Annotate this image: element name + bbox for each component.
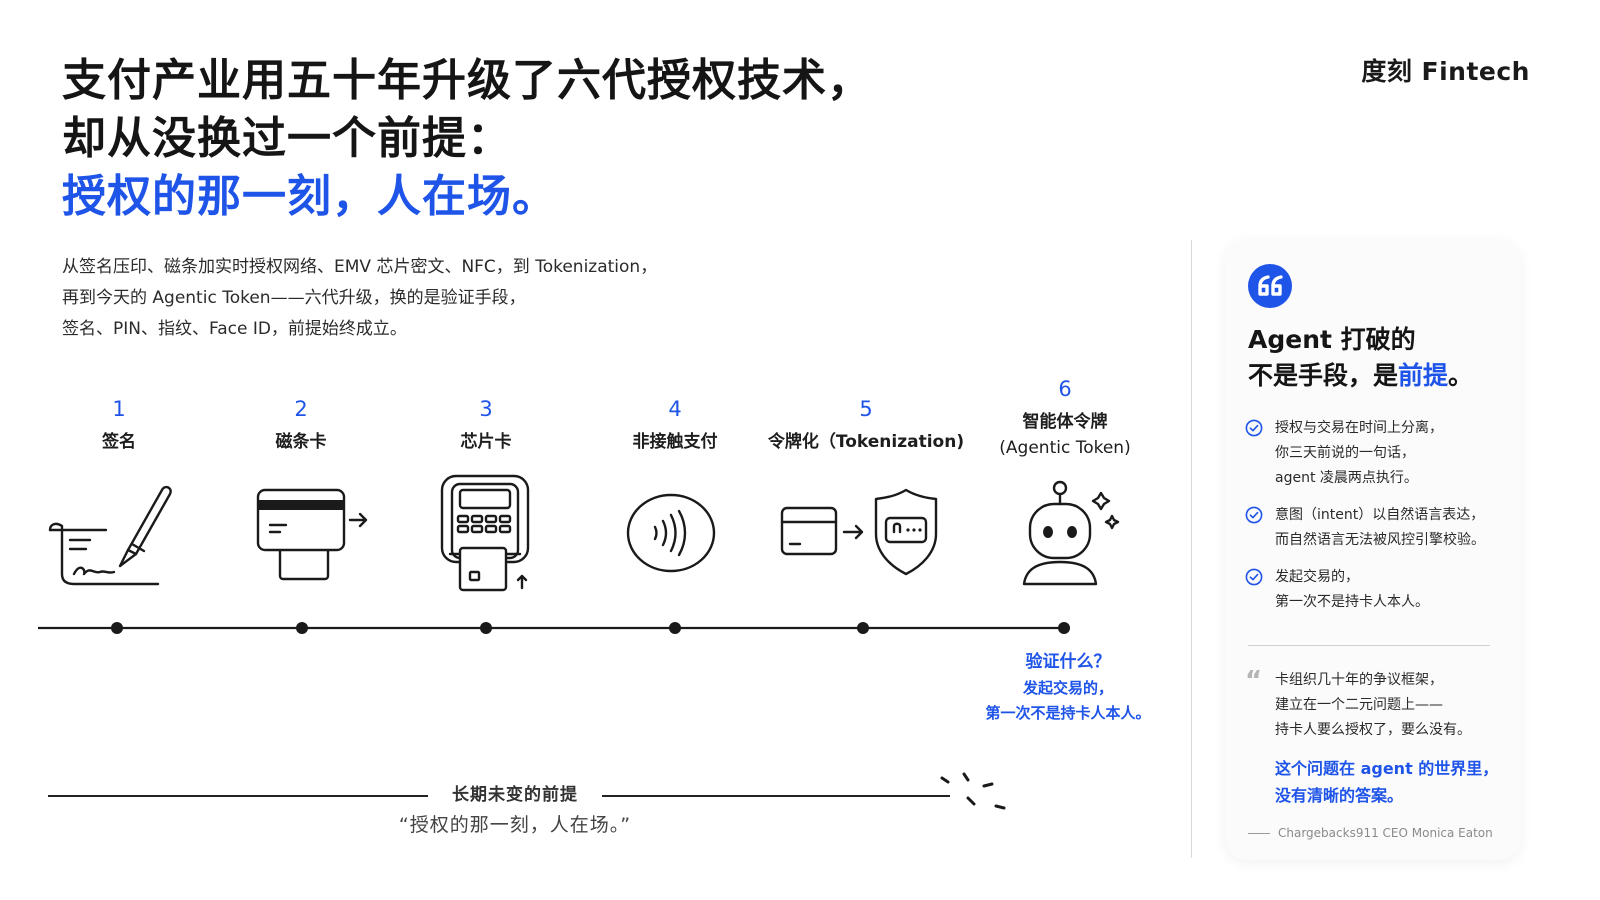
quote-block: “ 卡组织几十年的争议框架， 建立在一个二元问题上—— 持卡人要么授权了，要么没… [1245,666,1499,809]
timeline-dot-5 [857,622,869,634]
timeline-dot-1 [111,622,123,634]
stage-6: 6 智能体令牌 (Agentic Token) [955,376,1175,460]
stage-5: 5 令牌化（Tokenization) [756,396,976,454]
stage-1-number: 1 [112,397,126,421]
headline-line-2: 却从没换过一个前提： [62,113,512,164]
card-divider [1248,645,1490,646]
intro-paragraph: 从签名压印、磁条加实时授权网络、EMV 芯片密文、NFC，到 Tokenizat… [62,252,657,345]
timeline-dot-3 [480,622,492,634]
contactless-icon [626,493,716,573]
stage-6-label-en: (Agentic Token) [999,438,1131,458]
check-2-line-1: 意图（intent）以自然语言表达， [1275,507,1485,523]
chip-card-terminal-icon [440,474,530,592]
card-title: Agent 打破的 不是手段，是前提。 [1248,322,1473,394]
card-title-part-a: 不是手段，是 [1248,361,1399,390]
stage-1: 1 签名 [9,396,229,454]
headline-line-3: 授权的那一刻，人在场。 [62,171,557,222]
premise-quote: “授权的那一刻，人在场。” [398,814,632,836]
quote-badge [1248,264,1292,308]
robot-agent-icon [1022,480,1120,586]
intro-line-3: 签名、PIN、指纹、Face ID，前提始终成立。 [62,319,407,339]
verify-answer-1: 发起交易的， [1022,679,1114,697]
signature-pen-icon [48,485,172,586]
verify-question: 验证什么？ [1025,652,1111,672]
quote-line-3: 持卡人要么授权了，要么没有。 [1275,722,1471,738]
headline: 支付产业用五十年升级了六代授权技术， 却从没换过一个前提： 授权的那一刻，人在场… [62,52,872,226]
column-divider [1191,240,1192,858]
checklist: 授权与交易在时间上分离， 你三天前说的一句话， agent 凌晨两点执行。 意图… [1245,416,1515,627]
list-item: 意图（intent）以自然语言表达， 而自然语言无法被风控引擎校验。 [1245,503,1515,553]
timeline-dot-4 [669,622,681,634]
premise-rule-left [48,795,428,797]
headline-line-1: 支付产业用五十年升级了六代授权技术， [62,55,872,106]
stage-3: 3 芯片卡 [376,396,596,454]
check-circle-icon [1245,568,1263,586]
insight-card: Agent 打破的 不是手段，是前提。 授权与交易在时间上分离， 你三天前说的一… [1225,240,1521,860]
stage-6-label: 智能体令牌 [1022,412,1108,432]
timeline-dot-6 [1058,622,1070,634]
stage-5-number: 5 [859,397,873,421]
verify-callout: 验证什么？ 发起交易的， 第一次不是持卡人本人。 [985,648,1150,726]
card-title-line-2: 不是手段，是前提。 [1248,358,1473,394]
stage-6-number: 6 [1058,377,1072,401]
card-to-shield-token-icon [780,488,938,576]
check-circle-icon [1245,419,1263,437]
intro-line-2: 再到今天的 Agentic Token——六代升级，换的是验证手段， [62,288,526,308]
magstripe-card-swipe-icon [256,488,368,581]
check-3-line-2: 第一次不是持卡人本人。 [1275,594,1429,610]
premise-label: 长期未变的前提 [452,785,578,805]
stage-2: 2 磁条卡 [191,396,411,454]
check-2-line-2: 而自然语言无法被风控引擎校验。 [1275,532,1485,548]
intro-line-1: 从签名压印、磁条加实时授权网络、EMV 芯片密文、NFC，到 Tokenizat… [62,257,658,277]
card-title-emphasis: 前提 [1398,361,1449,390]
stage-2-number: 2 [294,397,308,421]
card-title-line-1: Agent 打破的 [1248,325,1416,354]
stage-3-number: 3 [479,397,493,421]
attribution-text: Chargebacks911 CEO Monica Eaton [1278,826,1493,840]
check-1-line-2: 你三天前说的一句话， [1275,445,1415,461]
verify-answer-2: 第一次不是持卡人本人。 [985,704,1151,722]
stage-2-label: 磁条卡 [275,432,327,452]
stage-4-number: 4 [668,397,682,421]
quote-line-1: 卡组织几十年的争议框架， [1275,672,1443,688]
check-3-line-1: 发起交易的， [1275,569,1359,585]
timeline-dot-2 [296,622,308,634]
stage-5-label: 令牌化（Tokenization) [767,432,965,452]
broken-line-fragments [940,772,1006,810]
stage-4-label: 非接触支付 [632,432,718,452]
check-circle-icon [1245,506,1263,524]
quote-highlight-2: 没有清晰的答案。 [1275,786,1404,805]
quote-line-2: 建立在一个二元问题上—— [1275,697,1443,713]
brand-logo: 度刻 Fintech [1361,57,1530,86]
stage-4: 4 非接触支付 [565,396,785,454]
check-1-line-3: agent 凌晨两点执行。 [1275,470,1418,486]
stage-3-label: 芯片卡 [460,432,512,452]
stage-1-label: 签名 [102,432,136,452]
quote-attribution: Chargebacks911 CEO Monica Eaton [1248,826,1493,840]
open-quote-icon: “ [1245,666,1263,696]
premise-rule-right [602,795,950,797]
list-item: 授权与交易在时间上分离， 你三天前说的一句话， agent 凌晨两点执行。 [1245,416,1515,491]
card-title-period: 。 [1448,361,1474,390]
quote-highlight-1: 这个问题在 agent 的世界里， [1275,759,1499,778]
list-item: 发起交易的， 第一次不是持卡人本人。 [1245,565,1515,615]
quote-icon [1258,275,1283,296]
check-1-line-1: 授权与交易在时间上分离， [1275,420,1443,436]
